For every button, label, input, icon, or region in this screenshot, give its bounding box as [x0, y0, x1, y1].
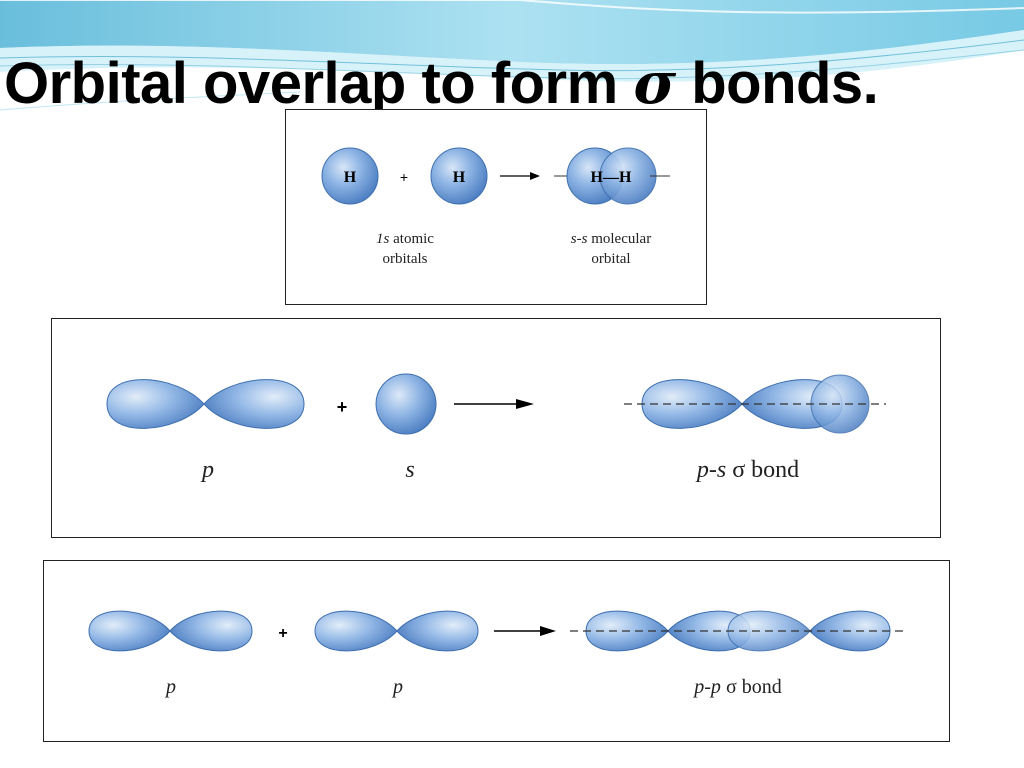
ps-overlap-panel: + p s p-s σ bond	[51, 318, 941, 538]
p1-orbital-lobe-left	[88, 610, 171, 652]
caption-molecular-line2: orbital	[591, 251, 630, 267]
plus-sign: +	[278, 625, 287, 642]
label-s: s	[405, 457, 414, 483]
h-atom-orbital-right	[430, 147, 488, 205]
p-orbital-lobe-right	[203, 379, 305, 429]
s-orbital	[375, 373, 437, 435]
reaction-arrow-head	[540, 626, 556, 636]
title-text-end: bonds.	[675, 51, 879, 116]
h-atom-orbital-left	[321, 147, 379, 205]
pp-overlap-panel: + p p p-p σ bond	[43, 560, 950, 742]
p1-orbital-lobe-right	[169, 610, 253, 652]
ss-overlap-figure: H + H H—H 1s atomic orbitals s-s molecul…	[321, 147, 670, 267]
p2-orbital-lobe-left	[314, 610, 398, 652]
h-atom-label-right: H	[453, 169, 466, 186]
title-text: Orbital overlap to form	[4, 51, 634, 116]
h-atom-label-left: H	[344, 169, 357, 186]
ss-overlap-panel: H + H H—H 1s atomic orbitals s-s molecul…	[285, 109, 707, 305]
label-p1: p	[164, 676, 176, 698]
reaction-arrow-head	[530, 172, 540, 180]
pp-overlap-figure: + p p p-p σ bond	[88, 610, 906, 698]
label-ps-bond: p-s σ bond	[695, 457, 799, 483]
label-p: p	[200, 457, 214, 483]
h2-bond-label: H—H	[591, 169, 632, 186]
title-sigma: σ	[633, 49, 676, 117]
label-p2: p	[391, 676, 403, 698]
caption-atomic-line2: orbitals	[383, 251, 428, 267]
reaction-arrow-head	[516, 399, 534, 409]
caption-molecular-line1: s-s molecular	[571, 231, 651, 247]
p-orbital-lobe-left	[106, 379, 205, 429]
plus-sign: +	[400, 169, 408, 185]
slide-title: Orbital overlap to form σ bonds.	[4, 48, 879, 119]
caption-atomic-line1: 1s atomic	[376, 231, 434, 247]
p2-orbital-lobe-right	[396, 610, 479, 652]
plus-sign: +	[337, 397, 348, 417]
header-wave-decoration	[0, 0, 1024, 111]
ps-overlap-figure: + p s p-s σ bond	[106, 373, 886, 483]
label-pp-bond: p-p σ bond	[692, 676, 781, 698]
